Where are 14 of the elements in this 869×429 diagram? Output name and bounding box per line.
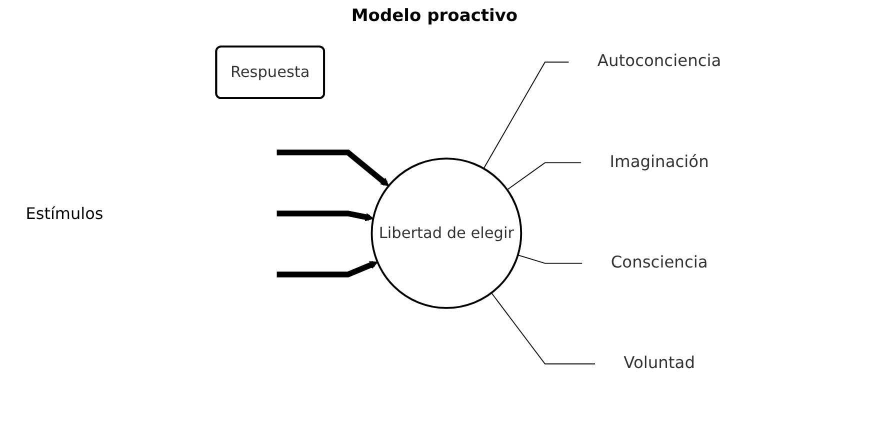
node-text: Consciencia bbox=[611, 253, 708, 272]
connector bbox=[483, 62, 570, 169]
connector bbox=[518, 254, 583, 264]
stimulus-label: Estímulos bbox=[26, 204, 104, 222]
connector bbox=[506, 162, 582, 190]
connector bbox=[491, 292, 596, 364]
diagram-title: Modelo proactivo bbox=[350, 6, 519, 26]
arrow bbox=[277, 210, 374, 222]
node-text: Imaginación bbox=[610, 152, 710, 172]
node-circle: Libertad de elegir bbox=[371, 158, 522, 309]
node-text: Autoconciencia bbox=[598, 52, 722, 71]
node-text: Voluntad bbox=[624, 354, 696, 373]
arrow bbox=[277, 260, 378, 278]
arrow bbox=[277, 150, 390, 186]
